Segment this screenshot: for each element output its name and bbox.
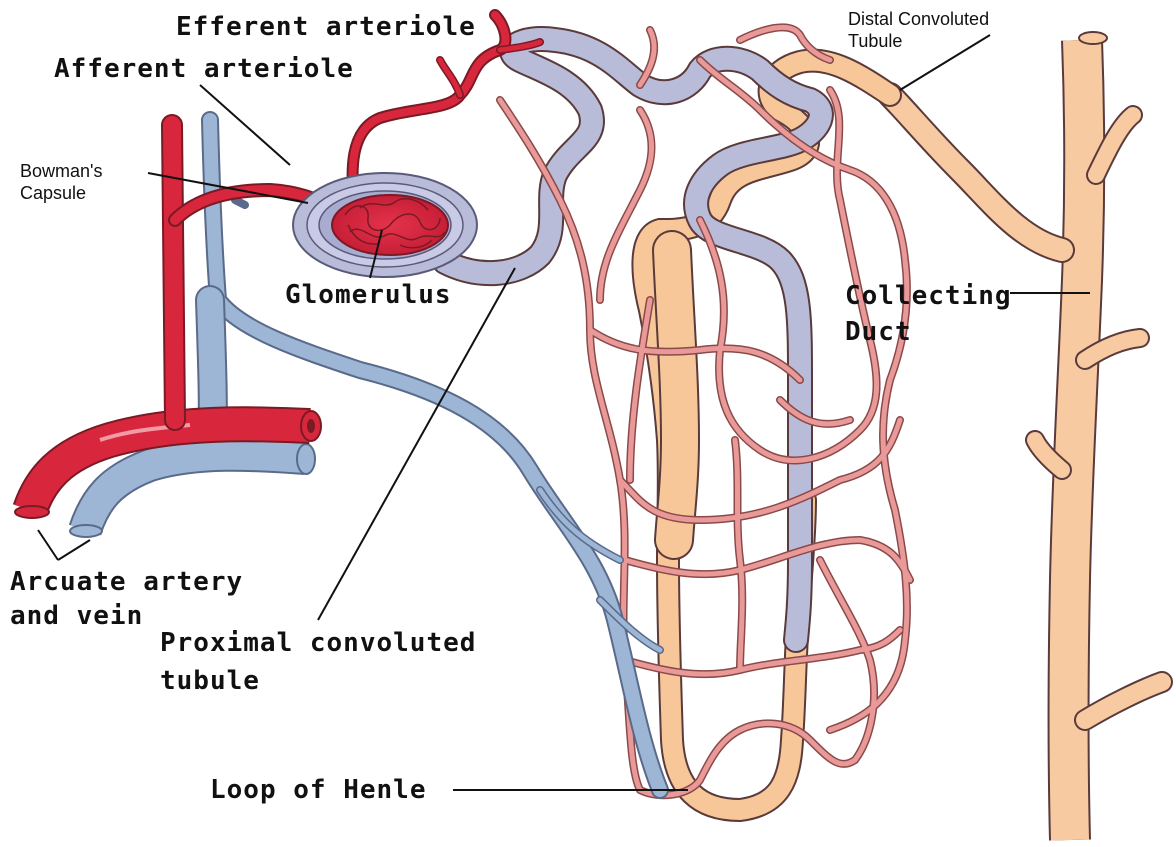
label-distal-line1: Distal Convoluted xyxy=(848,8,989,30)
glomerulus xyxy=(332,195,448,255)
leader-arcuate-a xyxy=(38,530,58,560)
label-arcuate-line1: Arcuate artery xyxy=(10,565,243,599)
label-proximal-line2: tubule xyxy=(160,662,476,700)
label-proximal-line1: Proximal convoluted xyxy=(160,624,476,662)
label-collecting-line2: Duct xyxy=(845,314,1012,350)
label-distal-convoluted-tubule: Distal Convoluted Tubule xyxy=(848,8,989,52)
label-loop-of-henle: Loop of Henle xyxy=(210,775,427,805)
label-collecting-line1: Collecting xyxy=(845,278,1012,314)
label-collecting-duct: Collecting Duct xyxy=(845,278,1012,350)
collecting-duct xyxy=(890,32,1162,840)
label-bowmans-capsule-line1: Bowman's xyxy=(20,160,102,182)
ascending-limb xyxy=(672,250,680,540)
label-efferent-arteriole: Efferent arteriole xyxy=(176,12,476,42)
label-arcuate-artery-vein: Arcuate artery and vein xyxy=(10,565,243,633)
label-distal-line2: Tubule xyxy=(848,30,989,52)
label-glomerulus: Glomerulus xyxy=(285,280,452,310)
label-bowmans-capsule: Bowman's Capsule xyxy=(20,160,102,204)
peritubular-capillaries xyxy=(500,27,910,795)
interlobular-artery xyxy=(172,125,335,420)
leader-arcuate-b xyxy=(58,540,90,560)
proximal-convoluted-tubule xyxy=(445,39,821,640)
leader-proximal xyxy=(318,268,515,620)
label-proximal-convoluted-tubule: Proximal convoluted tubule xyxy=(160,624,476,700)
label-afferent-arteriole: Afferent arteriole xyxy=(54,54,354,84)
label-bowmans-capsule-line2: Capsule xyxy=(20,182,102,204)
